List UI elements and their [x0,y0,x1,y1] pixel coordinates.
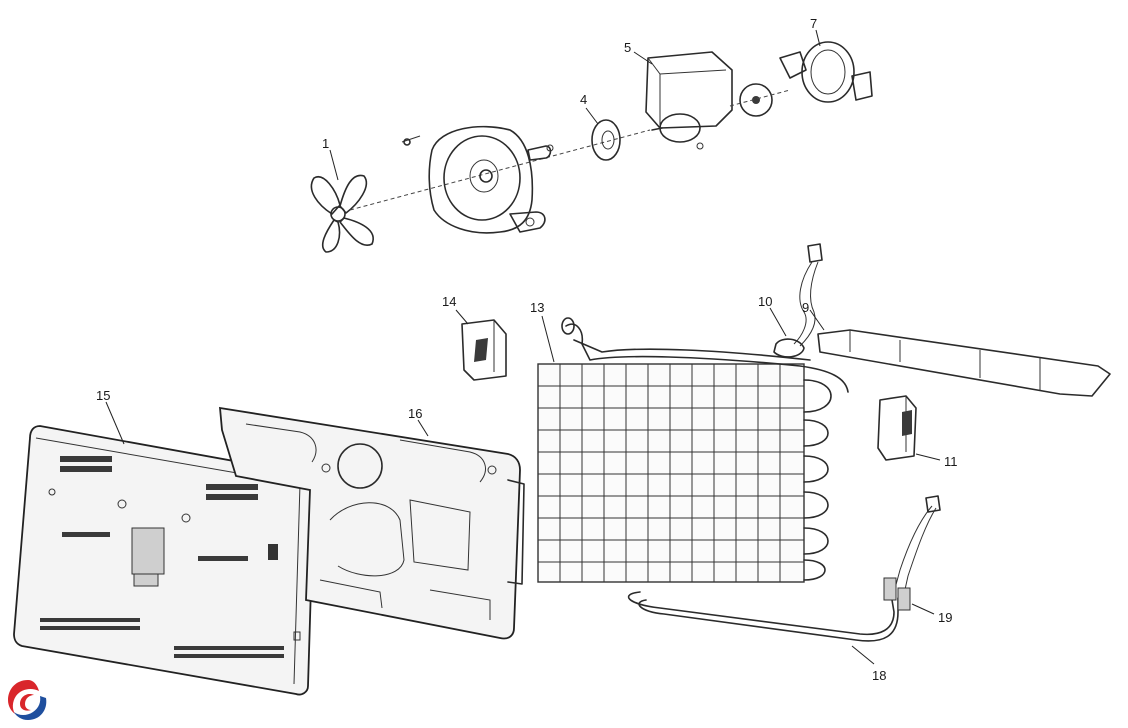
fan-shroud [428,125,554,234]
shaft-line [349,129,651,211]
label-part-19: 19 [938,610,952,625]
evaporator-bracket [877,395,917,461]
logo-red-inner [20,694,34,711]
label-part-13: 13 [530,300,544,315]
label-part-11: 11 [944,454,958,469]
label-part-15: 15 [96,388,110,403]
evaporator-fan-housing [218,406,525,640]
label-part-5: 5 [624,40,631,55]
label-part-9: 9 [802,300,809,315]
label-part-4: 4 [580,92,587,107]
label-part-7: 7 [810,16,817,31]
fan-motor [645,51,733,150]
evaporator-coil [537,317,849,583]
screw-left [401,135,421,146]
motor-bracket [779,41,873,103]
fan-blade [310,174,374,253]
evaporator-cover [817,329,1111,397]
label-part-18: 18 [872,668,886,683]
motor-grommet [591,119,621,161]
part-labels: 1 4 5 7 9 10 11 13 14 15 16 18 19 [96,16,958,683]
label-part-16: 16 [408,406,422,421]
drain-trough-insert [461,319,507,381]
label-part-1: 1 [322,136,329,151]
logo-blue-swirl [14,696,47,720]
motor-fan-disc [729,83,791,117]
label-part-14: 14 [442,294,456,309]
defrost-thermostat [773,243,823,358]
label-part-10: 10 [758,294,772,309]
heater-harness [883,495,941,611]
leader-lines [105,29,941,665]
defrost-heater [627,591,899,642]
brand-logo [8,680,47,720]
logo-red-swirl [8,680,39,714]
evaporator-front-panel [13,425,315,696]
